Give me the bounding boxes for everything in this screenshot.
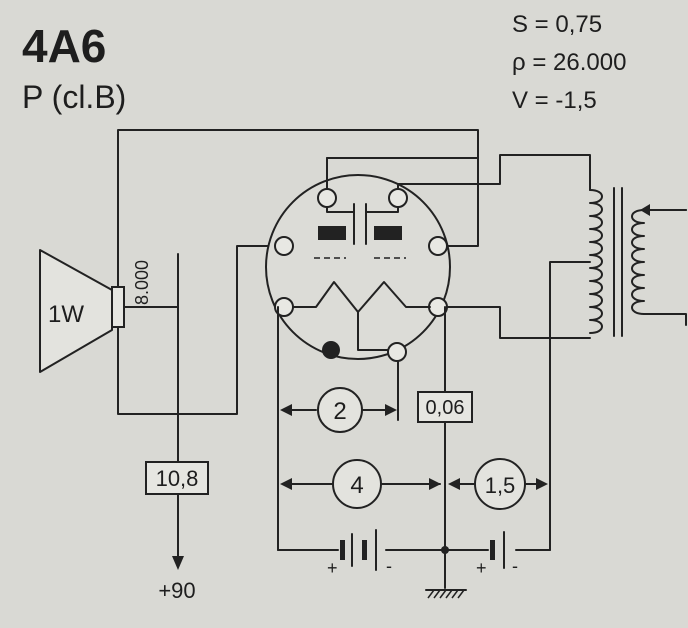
wire-transformer-bottom (439, 306, 591, 339)
heater-box (417, 391, 473, 423)
tube-pin (388, 188, 408, 208)
arrow-head (280, 478, 292, 490)
wire-speaker-grid (117, 245, 283, 415)
heater-value: 0,06 (426, 397, 465, 419)
supply-label: +90 (158, 578, 195, 603)
tube-lead (365, 206, 399, 213)
wire-transformer-tap (549, 261, 591, 551)
param-rho: ρ = 26.000 (512, 49, 626, 76)
transformer-icon (589, 187, 687, 337)
current-circle-4 (332, 459, 382, 509)
battery-icon (490, 531, 505, 569)
current-circle-2 (317, 387, 363, 433)
speaker-impedance: 8.000 (132, 260, 152, 305)
wire-top-right-pin (326, 157, 479, 247)
tube-subtitle: P (cl.B) (22, 79, 126, 115)
battery2-plus: + (476, 558, 487, 578)
tube-pin (428, 236, 448, 256)
supply-arrow-head (172, 556, 184, 570)
plate-current-value: 10,8 (156, 466, 199, 491)
arrow-head (448, 478, 460, 490)
battery1-minus: - (386, 556, 392, 576)
battery1-plus: + (327, 558, 338, 578)
tube-pin (317, 188, 337, 208)
arrow-head (429, 478, 441, 490)
ground-icon (425, 589, 467, 599)
arrow-head (536, 478, 548, 490)
tube-lead (326, 206, 355, 213)
current-circle-1-5 (474, 458, 526, 510)
junction-dot (441, 546, 449, 554)
tube-pin-key (322, 341, 340, 359)
arrow-head (280, 404, 292, 416)
param-v: V = -1,5 (512, 87, 597, 114)
wire-transformer-top (469, 154, 591, 191)
tube-electrode-right (374, 226, 402, 240)
current-label-1-5: 1,5 (485, 473, 516, 498)
param-s: S = 0,75 (512, 11, 602, 38)
battery2-minus: - (512, 556, 518, 576)
tube-electrode-left (318, 226, 346, 240)
tube-pin (387, 342, 407, 362)
tube-filament-tap (357, 311, 389, 351)
tube-title: 4A6 (22, 20, 106, 72)
battery-icon (340, 529, 377, 571)
current-label-2: 2 (333, 398, 346, 425)
tube-envelope (265, 174, 451, 360)
current-label-4: 4 (350, 472, 363, 499)
speaker-power: 1W (48, 301, 84, 328)
tube-pin (274, 236, 294, 256)
arrow-head (385, 404, 397, 416)
wire-top-loop (117, 129, 479, 288)
